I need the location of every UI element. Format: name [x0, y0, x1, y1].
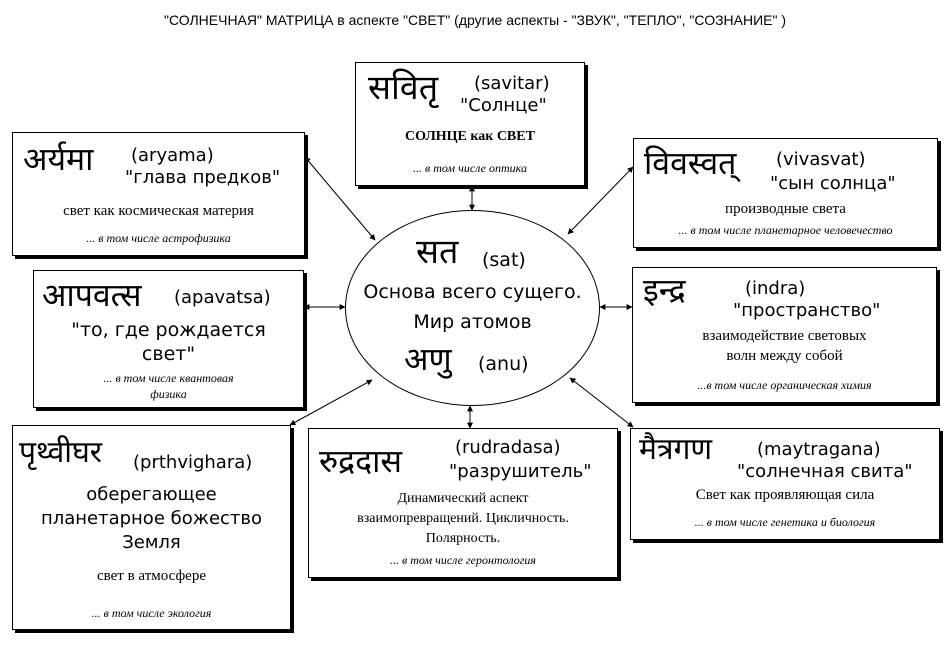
box-prthvighara: पृथ्वीघर (prthvighara) оберегающее плане… — [12, 425, 291, 630]
vivasvat-sanskrit: विवस्वत् — [644, 144, 737, 182]
prthvighara-gloss-line3: Земля — [122, 532, 181, 553]
prthvighara-gloss-line2: планетарное божество — [40, 508, 263, 529]
box-aryama: अर्यमा (aryama) "глава предков" свет как… — [12, 132, 305, 256]
maytragana-desc: Свет как проявляющая сила — [695, 487, 875, 503]
box-apavatsa: आपवत्स (apavatsa) "то, где рождается све… — [33, 270, 304, 408]
maytragana-gloss: "солнечная свита" — [737, 461, 913, 482]
savitar-desc: СОЛНЦЕ как СВЕТ — [405, 129, 535, 144]
apavatsa-gloss-line1: "то, где рождается — [71, 319, 266, 341]
center-node: सत (sat) Основа всего сущего. Мир атомов… — [345, 210, 600, 406]
arrow-vivasvat — [567, 166, 634, 235]
prthvighara-desc: свет в атмосфере — [96, 568, 206, 584]
vivasvat-translit: (vivasvat) — [776, 149, 866, 170]
rudradasa-desc-line2: взаимопревращений. Цикличность. — [357, 511, 569, 526]
arrow-maytragana — [569, 377, 634, 428]
prthvighara-note: ... в том числе экология — [91, 606, 212, 620]
prthvighara-translit: (prthvighara) — [133, 452, 253, 473]
apavatsa-sanskrit: आपवत्स — [42, 276, 142, 314]
aryama-gloss: "глава предков" — [125, 167, 281, 188]
rudradasa-sanskrit: रुद्रदास — [319, 442, 403, 480]
center-line2: Мир атомов — [413, 311, 532, 333]
maytragana-note: ... в том числе генетика и биология — [694, 515, 876, 529]
vivasvat-gloss: "сын солнца" — [770, 173, 896, 194]
rudradasa-desc-line1: Динамический аспект — [397, 491, 529, 506]
apavatsa-note-line1: ... в том числе квантовая — [103, 371, 234, 385]
box-indra: इन्द्र (indra) "пространство" взаимодейс… — [632, 267, 937, 403]
indra-translit: (indra) — [745, 278, 806, 299]
rudradasa-desc-line3: Полярность. — [425, 531, 501, 546]
savitar-gloss: "Солнце" — [460, 95, 547, 116]
indra-note: ...в том числе органическая химия — [697, 378, 872, 392]
prthvighara-sanskrit: पृथ्वीघर — [19, 435, 103, 470]
box-vivasvat: विवस्वत् (vivasvat) "сын солнца" произво… — [633, 138, 938, 248]
aryama-desc: свет как космическая материя — [63, 203, 254, 219]
aryama-sanskrit: अर्यमा — [23, 140, 94, 178]
aryama-note: ... в том числе астрофизика — [86, 231, 231, 245]
savitar-translit: (savitar) — [474, 73, 550, 94]
vivasvat-note: ... в том числе планетарное человечество — [678, 223, 893, 237]
center-translit-anu: (anu) — [478, 353, 529, 375]
arrow-prthvighara — [289, 379, 373, 426]
maytragana-translit: (maytragana) — [757, 439, 881, 460]
box-maytragana: मैत्रगण (maytragana) "солнечная свита" С… — [630, 428, 940, 540]
vivasvat-desc: производные света — [725, 201, 846, 217]
apavatsa-gloss-line2: свет" — [141, 343, 196, 365]
prthvighara-gloss-line1: оберегающее — [86, 484, 217, 505]
diagram-title: "СОЛНЕЧНАЯ" МАТРИЦА в аспекте "СВЕТ" (др… — [163, 12, 787, 28]
apavatsa-note-line2: физика — [150, 387, 187, 401]
box-rudradasa: रुद्रदास (rudradasa) "разрушитель" Динам… — [308, 428, 618, 578]
indra-sanskrit: इन्द्र — [643, 271, 686, 309]
center-sanskrit-sat: सत — [416, 232, 459, 272]
center-sanskrit-anu: अणु — [404, 340, 452, 378]
arrow-aryama — [304, 156, 376, 241]
indra-gloss: "пространство" — [733, 300, 881, 321]
box-savitar: सवितृ (savitar) "Солнце" СОЛНЦЕ как СВЕТ… — [355, 62, 585, 186]
rudradasa-note: ... в том числе геронтология — [390, 553, 536, 567]
maytragana-sanskrit: मैत्रगण — [639, 432, 713, 467]
aryama-translit: (aryama) — [131, 145, 214, 166]
center-translit-sat: (sat) — [482, 249, 526, 271]
rudradasa-translit: (rudradasa) — [455, 437, 561, 458]
apavatsa-translit: (apavatsa) — [174, 287, 271, 308]
indra-desc-line1: взаимодействие световых — [702, 328, 867, 344]
rudradasa-gloss: "разрушитель" — [449, 461, 592, 482]
center-line1: Основа всего сущего. — [363, 281, 582, 303]
indra-desc-line2: волн между собой — [726, 348, 843, 364]
savitar-note: ... в том числе оптика — [413, 161, 527, 175]
savitar-sanskrit: सवितृ — [368, 68, 439, 108]
